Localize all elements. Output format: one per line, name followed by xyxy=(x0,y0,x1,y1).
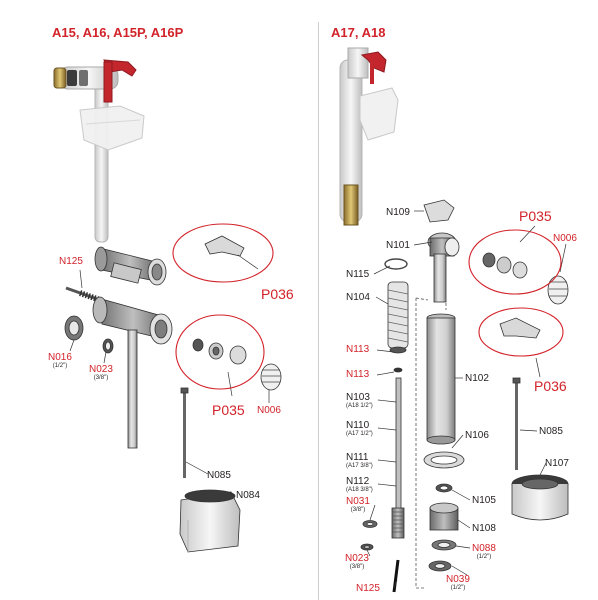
label-n006-right: N006 xyxy=(553,233,577,244)
label-n016-code: N016 xyxy=(48,352,72,363)
label-n101: N101 xyxy=(386,240,410,251)
label-n039-code: N039 xyxy=(446,574,470,585)
label-p036-right: P036 xyxy=(534,378,567,394)
p036-right-group-ring xyxy=(478,307,564,357)
a17-leader-lines xyxy=(366,210,567,589)
p036-left-group-ring xyxy=(172,223,274,283)
label-n103-size: (A18 1/2") xyxy=(346,403,373,409)
label-n110: N110 (A17 1/2") xyxy=(346,420,373,438)
label-n111-code: N111 xyxy=(346,452,369,463)
label-n125-left: N125 xyxy=(59,256,83,267)
label-n023-right-code: N023 xyxy=(345,553,369,564)
p035-right-group-ring xyxy=(468,229,562,295)
label-n108: N108 xyxy=(472,523,496,534)
label-n088: N088 (1/2") xyxy=(472,543,496,561)
a15-valve-photo xyxy=(53,59,145,243)
label-n016-size: (1/2") xyxy=(52,363,68,369)
label-n112-size: (A18 3/8") xyxy=(346,487,373,493)
label-n110-code: N110 xyxy=(346,420,370,431)
label-n031-code: N031 xyxy=(346,496,370,507)
label-n103-code: N103 xyxy=(346,392,370,403)
label-n006-left: N006 xyxy=(257,405,281,416)
label-n023-right-size: (3/8") xyxy=(349,564,365,570)
label-n102: N102 xyxy=(465,373,489,384)
label-n085-right: N085 xyxy=(539,426,563,437)
label-n111-size: (A17 3/8") xyxy=(346,463,373,469)
label-n113-a: N113 xyxy=(346,344,370,355)
label-n105: N105 xyxy=(472,495,496,506)
label-n016: N016 (1/2") xyxy=(48,352,72,370)
label-n023-right: N023 (3/8") xyxy=(345,553,369,571)
a15-exploded-drawing xyxy=(64,235,282,553)
a17-valve-photo xyxy=(339,47,399,226)
header-a15-group: A15, A16, A15P, A16P xyxy=(52,25,184,40)
label-n023-left: N023 (3/8") xyxy=(89,364,113,382)
header-a17-group: A17, A18 xyxy=(331,25,386,40)
label-n103: N103 (A18 1/2") xyxy=(346,392,373,410)
label-n109: N109 xyxy=(386,207,410,218)
label-p035-left: P035 xyxy=(212,402,245,418)
label-n111: N111 (A17 3/8") xyxy=(346,452,373,470)
label-n112: N112 (A18 3/8") xyxy=(346,476,373,494)
label-n031-size: (3/8") xyxy=(350,507,366,513)
label-n039: N039 (1/2") xyxy=(446,574,470,592)
label-n115: N115 xyxy=(346,269,370,280)
label-n088-size: (1/2") xyxy=(476,554,492,560)
a15-leader-lines xyxy=(69,254,270,496)
a17-exploded-drawing xyxy=(360,199,569,593)
label-n112-code: N112 xyxy=(346,476,370,487)
label-p036-left: P036 xyxy=(261,286,294,302)
label-n107: N107 xyxy=(545,458,569,469)
label-p035-right: P035 xyxy=(519,208,552,224)
label-n039-size: (1/2") xyxy=(450,585,466,591)
label-n106: N106 xyxy=(465,430,489,441)
column-divider xyxy=(318,22,319,600)
label-n023-left-code: N023 xyxy=(89,364,113,375)
label-n113-b: N113 xyxy=(346,369,370,380)
label-n125-right: N125 xyxy=(356,583,380,594)
label-n104: N104 xyxy=(346,292,370,303)
label-n084: N084 xyxy=(236,490,260,501)
label-n023-left-size: (3/8") xyxy=(93,375,109,381)
label-n085-left: N085 xyxy=(207,470,231,481)
label-n031: N031 (3/8") xyxy=(346,496,370,514)
label-n088-code: N088 xyxy=(472,543,496,554)
label-n110-size: (A17 1/2") xyxy=(346,431,373,437)
p035-left-group-ring xyxy=(175,314,265,390)
